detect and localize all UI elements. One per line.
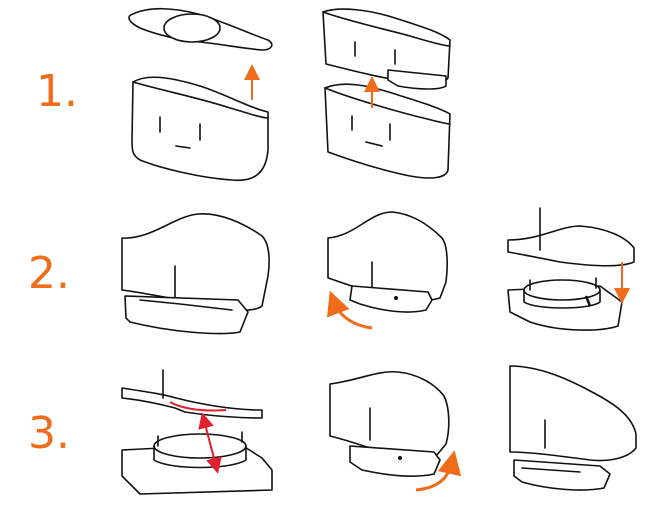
curved-arrow-icon [415, 450, 462, 492]
step2-machine-right [507, 207, 635, 331]
step1-container-left [131, 76, 269, 182]
double-arrow-icon [198, 412, 222, 474]
curved-arrow-icon [326, 290, 373, 330]
step-number-1: 1. [36, 66, 78, 117]
step2-machine-left [121, 213, 270, 335]
step1-container-lower [324, 83, 451, 179]
step2-machine-middle [327, 211, 448, 313]
step-number-3: 3. [28, 408, 70, 459]
step3-machine-left [121, 369, 273, 495]
step1-container-upper [322, 8, 451, 90]
step-number-2: 2. [28, 248, 70, 299]
step3-machine-middle [329, 370, 450, 477]
step1-lid [128, 7, 273, 51]
step3-machine-right [509, 365, 637, 491]
